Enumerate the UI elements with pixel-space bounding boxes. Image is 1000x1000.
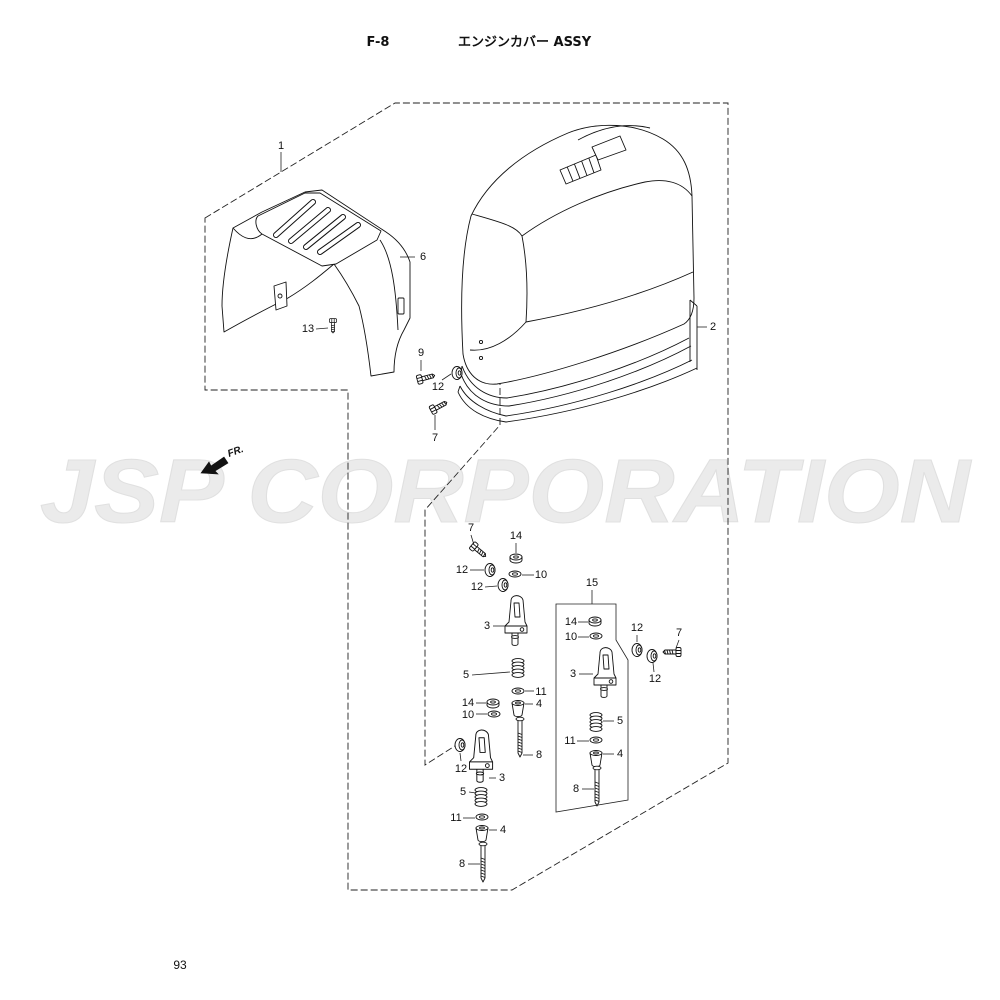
washer-10 [508, 570, 522, 578]
callout-10: 10 [535, 569, 547, 581]
grommet-12 [454, 738, 466, 752]
grommet-12 [646, 649, 658, 663]
callout-12: 12 [631, 622, 643, 634]
collar-4 [511, 700, 525, 718]
spring-5 [511, 658, 525, 678]
callout-12: 12 [455, 763, 467, 775]
callout-15: 15 [586, 577, 598, 589]
callout-7: 7 [432, 432, 438, 444]
front-arrow-icon [200, 456, 229, 475]
bolt-8 [515, 716, 525, 758]
callout-14: 14 [462, 697, 474, 709]
front-direction-label: FR. [226, 444, 245, 460]
cover-air-opening [591, 135, 627, 161]
collar-4 [475, 825, 489, 843]
washer-11 [475, 813, 489, 821]
callout-4: 4 [536, 698, 542, 710]
callout-12: 12 [649, 673, 661, 685]
callout-9: 9 [418, 347, 424, 359]
engine-cover [457, 124, 698, 423]
latch-3 [468, 729, 494, 783]
bolt-8 [478, 841, 488, 883]
callout-3: 3 [499, 772, 505, 784]
washer-10 [487, 710, 501, 718]
callout-11: 11 [564, 735, 575, 747]
nut-14 [509, 553, 523, 564]
callout-5: 5 [460, 786, 466, 798]
inner-cover [221, 189, 411, 377]
callout-4: 4 [617, 748, 623, 760]
figure-code: F-8 [367, 35, 390, 50]
grommet-12 [451, 366, 463, 380]
callout-13: 13 [302, 323, 314, 335]
screw-13 [328, 318, 338, 334]
assembly-15-outline [555, 603, 629, 813]
callout-4: 4 [500, 824, 506, 836]
callout-7: 7 [468, 522, 474, 534]
bolt-7 [662, 647, 682, 657]
latch-3 [593, 647, 617, 698]
washer-10 [589, 632, 603, 640]
callout-8: 8 [459, 858, 465, 870]
inner-cover-grid [255, 192, 382, 267]
callout-11: 11 [450, 812, 461, 824]
callout-10: 10 [462, 709, 474, 721]
callout-14: 14 [510, 530, 522, 542]
callout-7: 7 [676, 627, 682, 639]
assembly-1-outline [204, 102, 729, 891]
grommet-12 [484, 563, 496, 577]
grommet-12 [497, 578, 509, 592]
bolt-7 [468, 540, 490, 561]
spring-5 [474, 787, 488, 807]
callout-5: 5 [463, 669, 469, 681]
leader-lines [280, 152, 707, 865]
callout-14: 14 [565, 616, 577, 628]
latch-link-line [424, 328, 501, 766]
nut-14 [486, 698, 500, 709]
front-direction-indicator: FR. [200, 444, 245, 475]
grommet-12 [631, 643, 643, 657]
callout-8: 8 [536, 749, 542, 761]
figure-title: エンジンカバー ASSY [458, 35, 592, 50]
callout-2: 2 [710, 321, 716, 333]
callout-12: 12 [432, 381, 444, 393]
callout-8: 8 [573, 783, 579, 795]
page-number: 93 [173, 958, 187, 972]
washer-11 [589, 736, 603, 744]
callout-5: 5 [617, 715, 623, 727]
callout-10: 10 [565, 631, 577, 643]
collar-4 [589, 750, 603, 768]
callout-6: 6 [420, 251, 426, 263]
bolt-7 [428, 397, 450, 416]
callout-12: 12 [456, 564, 468, 576]
spring-5 [589, 712, 603, 732]
callout-3: 3 [570, 668, 576, 680]
washer-11 [511, 687, 525, 695]
callout-3: 3 [484, 620, 490, 632]
callout-labels: 1 6 13 9 12 7 2 7 14 12 10 12 3 5 11 14 … [278, 140, 716, 870]
bolt-8 [592, 765, 602, 807]
nut-14 [588, 616, 602, 627]
callout-11: 11 [535, 686, 546, 698]
latch-3 [504, 595, 528, 646]
callout-12: 12 [471, 581, 483, 593]
callout-1: 1 [278, 140, 284, 152]
watermark-text: JSP CORPORATION [40, 442, 972, 542]
